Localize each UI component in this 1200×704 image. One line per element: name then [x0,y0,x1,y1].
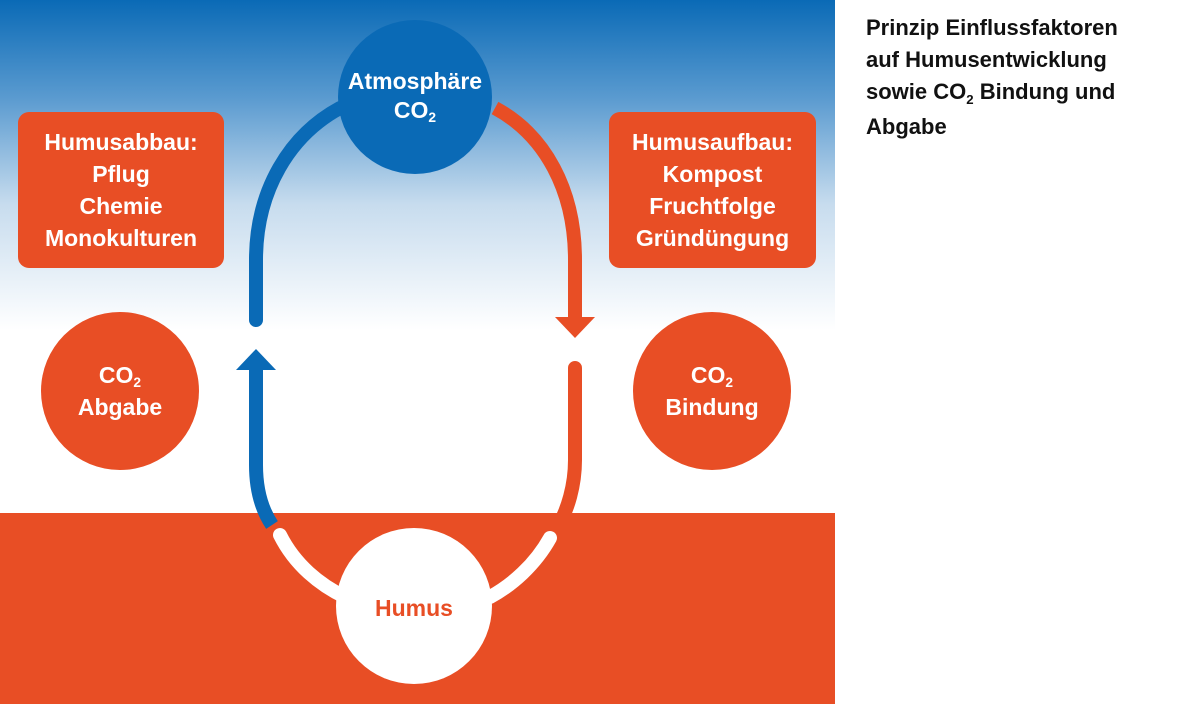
atmosphere-co2: CO2 [394,96,436,128]
title-line: Abgabe [866,114,947,139]
emission-co2: CO2 [99,361,141,393]
binding-label: CO2 Bindung [633,356,791,426]
co2-text: CO [393,96,429,123]
cycle-graphic [0,0,835,704]
humus-title: Humus [375,594,453,621]
emission-circle [41,312,199,470]
atmosphere-label: Atmosphäre CO2 [338,62,492,132]
atmosphere-circle [338,20,492,174]
co2-subscript: 2 [725,375,734,391]
humus-circle [336,528,492,684]
emission-path-lower [249,370,278,529]
title-line: sowie CO2 Bindung und [866,76,1186,111]
humus-cycle-diagram: Humusabbau: Pflug Chemie Monokulturen Hu… [0,0,835,704]
binding-arrow-path [491,101,582,320]
binding-co2: CO2 [691,361,733,393]
soil-uptake-path-lower [483,531,557,604]
emission-title: Abgabe [77,393,163,420]
co2-text: CO [690,361,726,388]
humus-label: Humus [336,590,492,626]
buildup-item: Kompost [662,161,763,187]
emission-arrow-head [236,349,276,370]
buildup-box: Humusaufbau: Kompost Fruchtfolge Gründün… [609,112,816,268]
emission-label: CO2 Abgabe [41,356,199,426]
decomposition-heading: Humusabbau: [44,129,198,155]
binding-circle [633,312,791,470]
soil-uptake-path-upper [550,361,582,535]
co2-text: CO [98,361,134,388]
buildup-item: Fruchtfolge [649,193,776,219]
title-line: auf Humusentwicklung [866,47,1107,72]
decomposition-item: Pflug [92,161,150,187]
title-line3-rest: Bindung und [973,79,1116,104]
decomposition-box: Humusabbau: Pflug Chemie Monokulturen [18,112,224,268]
title-co2-text: sowie CO [866,79,967,104]
binding-title: Bindung [665,393,759,420]
title-co2-subscript: 2 [966,91,974,107]
decomposition-item: Chemie [79,193,163,219]
binding-arrow-head [555,317,595,338]
emission-path-upper [249,101,347,327]
co2-subscript: 2 [428,110,437,126]
buildup-item: Gründüngung [635,225,790,251]
buildup-heading: Humusaufbau: [632,129,793,155]
atmosphere-title: Atmosphäre [347,67,483,94]
diagram-title: Prinzip Einflussfaktoren auf Humusentwic… [866,12,1186,143]
title-line: Prinzip Einflussfaktoren [866,15,1118,40]
co2-subscript: 2 [133,375,142,391]
decomposition-item: Monokulturen [44,225,198,251]
